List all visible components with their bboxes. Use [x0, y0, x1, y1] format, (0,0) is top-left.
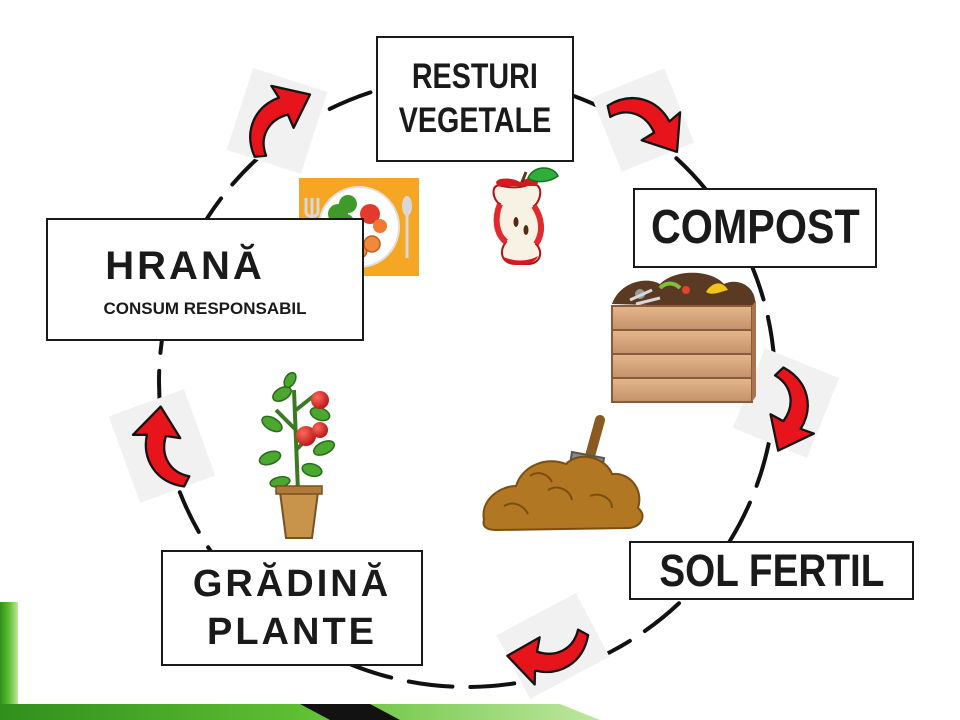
soil-shovel-icon [482, 415, 644, 532]
node-hrana: HRANĂ CONSUM RESPONSABIL [46, 218, 364, 341]
node-hrana-line-2: CONSUM RESPONSABIL [103, 298, 307, 318]
node-compost: COMPOST [633, 188, 877, 268]
node-gradina-line-2: PLANTE [207, 611, 377, 653]
apple-core-icon [492, 167, 559, 265]
node-gradina-plante: GRĂDINĂ PLANTE [161, 550, 423, 666]
cycle-arrow-gradina-to-hrana [131, 405, 191, 488]
cycle-arrow-hrana-to-resturi [249, 84, 312, 158]
node-hrana-line-1: HRANĂ [105, 243, 265, 288]
node-resturi-line-1: RESTURI [412, 57, 538, 96]
cycle-arrow-sol-to-gradina [506, 628, 590, 686]
node-compost-line-1: COMPOST [650, 201, 860, 254]
cycle-arrow-compost-to-sol [769, 366, 816, 452]
node-resturi-vegetale: RESTURI VEGETALE [376, 36, 574, 162]
node-resturi-line-2: VEGETALE [398, 101, 552, 140]
tomato-plant-icon [258, 371, 336, 539]
compost-bin-icon [611, 272, 756, 403]
cycle-arrow-resturi-to-compost [606, 97, 682, 154]
node-gradina-line-1: GRĂDINĂ [192, 563, 392, 605]
node-sol-fertil: SOL FERTIL [629, 541, 914, 600]
slide-corner-decoration [0, 602, 600, 720]
node-sol-line-1: SOL FERTIL [658, 544, 885, 596]
